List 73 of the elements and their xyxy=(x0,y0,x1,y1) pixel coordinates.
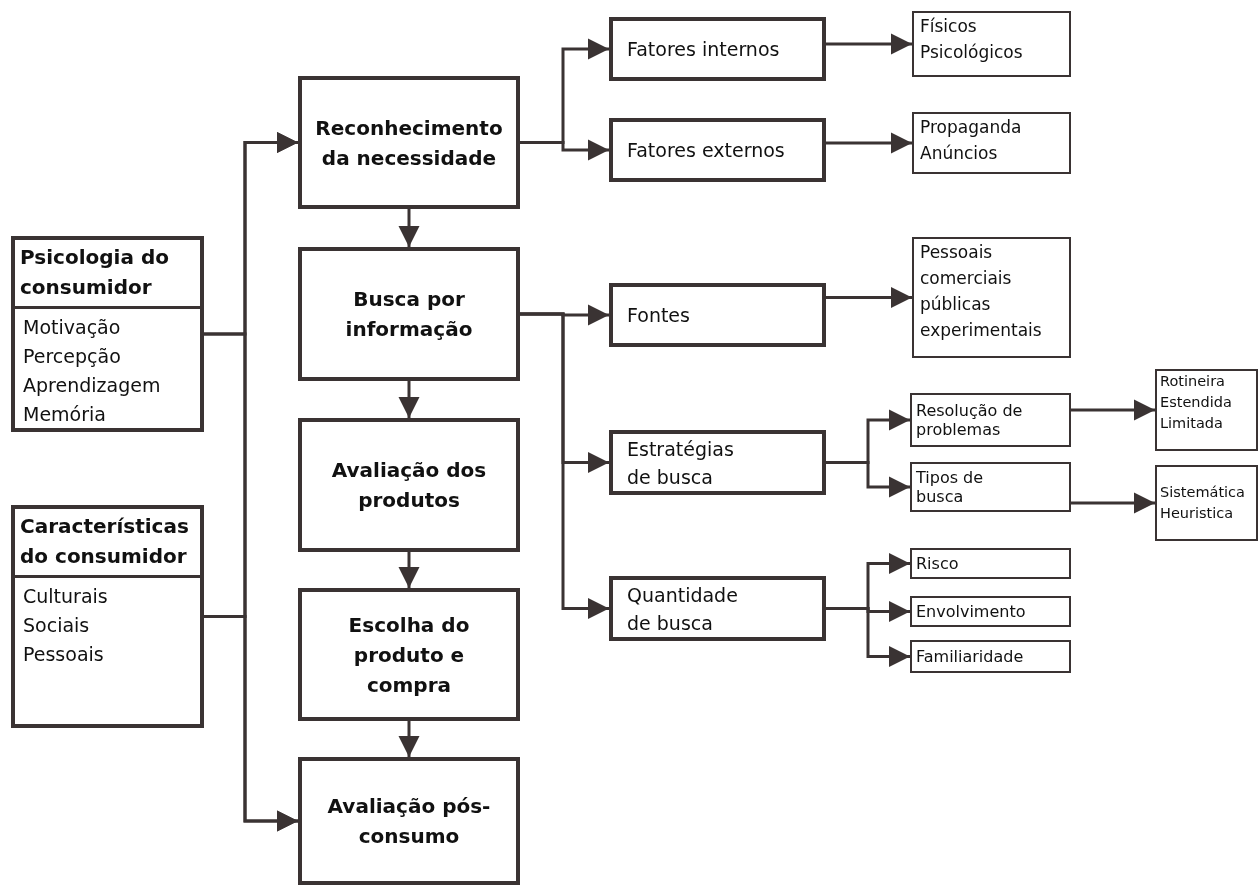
list-item: Psicológicos xyxy=(919,41,1024,64)
list-item: Propaganda xyxy=(919,116,1023,139)
process-box xyxy=(910,548,1071,579)
arrow xyxy=(826,287,912,308)
process-box xyxy=(1155,465,1258,541)
arrow xyxy=(826,461,910,498)
arrow xyxy=(1071,492,1155,514)
process-box xyxy=(912,11,1071,77)
list-item: Rotineira xyxy=(1159,372,1226,391)
stage-box xyxy=(298,76,520,209)
stage-box xyxy=(298,418,520,552)
list-item: Estendida xyxy=(1159,393,1233,412)
process-box xyxy=(910,596,1071,627)
arrow xyxy=(398,552,420,588)
process-box xyxy=(609,430,826,495)
arrow xyxy=(398,381,420,418)
process-box xyxy=(609,17,826,81)
box-label: Reconhecimento da necessidade xyxy=(314,114,504,172)
process-box xyxy=(912,112,1071,174)
box-label: Escolha do produto e compra xyxy=(347,611,471,699)
process-box xyxy=(910,393,1071,447)
arrow xyxy=(398,721,420,757)
panel-heading: Psicologia do consumidor xyxy=(15,240,200,309)
arrow xyxy=(826,607,910,667)
box-label: Avaliação dos produtos xyxy=(330,457,488,514)
stage-box xyxy=(298,588,520,721)
arrow xyxy=(398,209,420,247)
list-item: públicas xyxy=(919,293,992,316)
process-box xyxy=(609,118,826,182)
arrow xyxy=(520,312,609,619)
box-label: Avaliação pós-consumo xyxy=(326,793,492,850)
list-item: Culturais xyxy=(22,584,109,609)
process-box xyxy=(609,283,826,347)
arrow xyxy=(204,615,298,832)
box-label: Fontes xyxy=(627,303,690,328)
box-label: Tipos de busca xyxy=(916,468,985,506)
process-box xyxy=(910,640,1071,673)
arrow xyxy=(826,33,912,55)
box-label: Fatores internos xyxy=(627,37,780,62)
list-item: Sistemática xyxy=(1159,483,1246,502)
process-box xyxy=(910,462,1071,512)
factor-panel xyxy=(11,236,204,432)
list-item: Heuristica xyxy=(1159,504,1235,523)
list-item: Memória xyxy=(22,402,107,427)
factor-panel xyxy=(11,505,204,728)
box-label: Quantidade de busca xyxy=(627,582,739,636)
list-item: Percepção xyxy=(22,344,122,369)
panel-heading: Características do consumidor xyxy=(15,509,200,578)
box-label: Risco xyxy=(916,554,959,573)
list-item: comerciais xyxy=(919,267,1013,290)
box-label: Busca por informação xyxy=(344,286,474,343)
list-item: Anúncios xyxy=(919,142,999,165)
list-item: Pessoais xyxy=(22,642,105,667)
box-label: Estratégias de busca xyxy=(627,436,735,490)
stage-box xyxy=(298,757,520,885)
list-item: Sociais xyxy=(22,613,91,638)
arrow xyxy=(826,132,912,154)
box-label: Familiaridade xyxy=(916,647,1024,666)
arrow xyxy=(1071,399,1155,421)
arrow xyxy=(520,139,609,161)
process-box xyxy=(912,237,1071,358)
stage-box xyxy=(298,247,520,381)
box-label: Envolvimento xyxy=(916,602,1026,621)
box-label: Fatores externos xyxy=(627,138,785,163)
list-item: Limitada xyxy=(1159,414,1224,433)
process-box xyxy=(1155,369,1258,451)
box-label: Resolução de problemas xyxy=(916,401,1024,439)
list-item: experimentais xyxy=(919,319,1043,342)
list-item: Pessoais xyxy=(919,241,994,264)
list-item: Motivação xyxy=(22,315,122,340)
list-item: Aprendizagem xyxy=(22,373,162,398)
process-box xyxy=(609,576,826,641)
list-item: Físicos xyxy=(919,15,978,38)
